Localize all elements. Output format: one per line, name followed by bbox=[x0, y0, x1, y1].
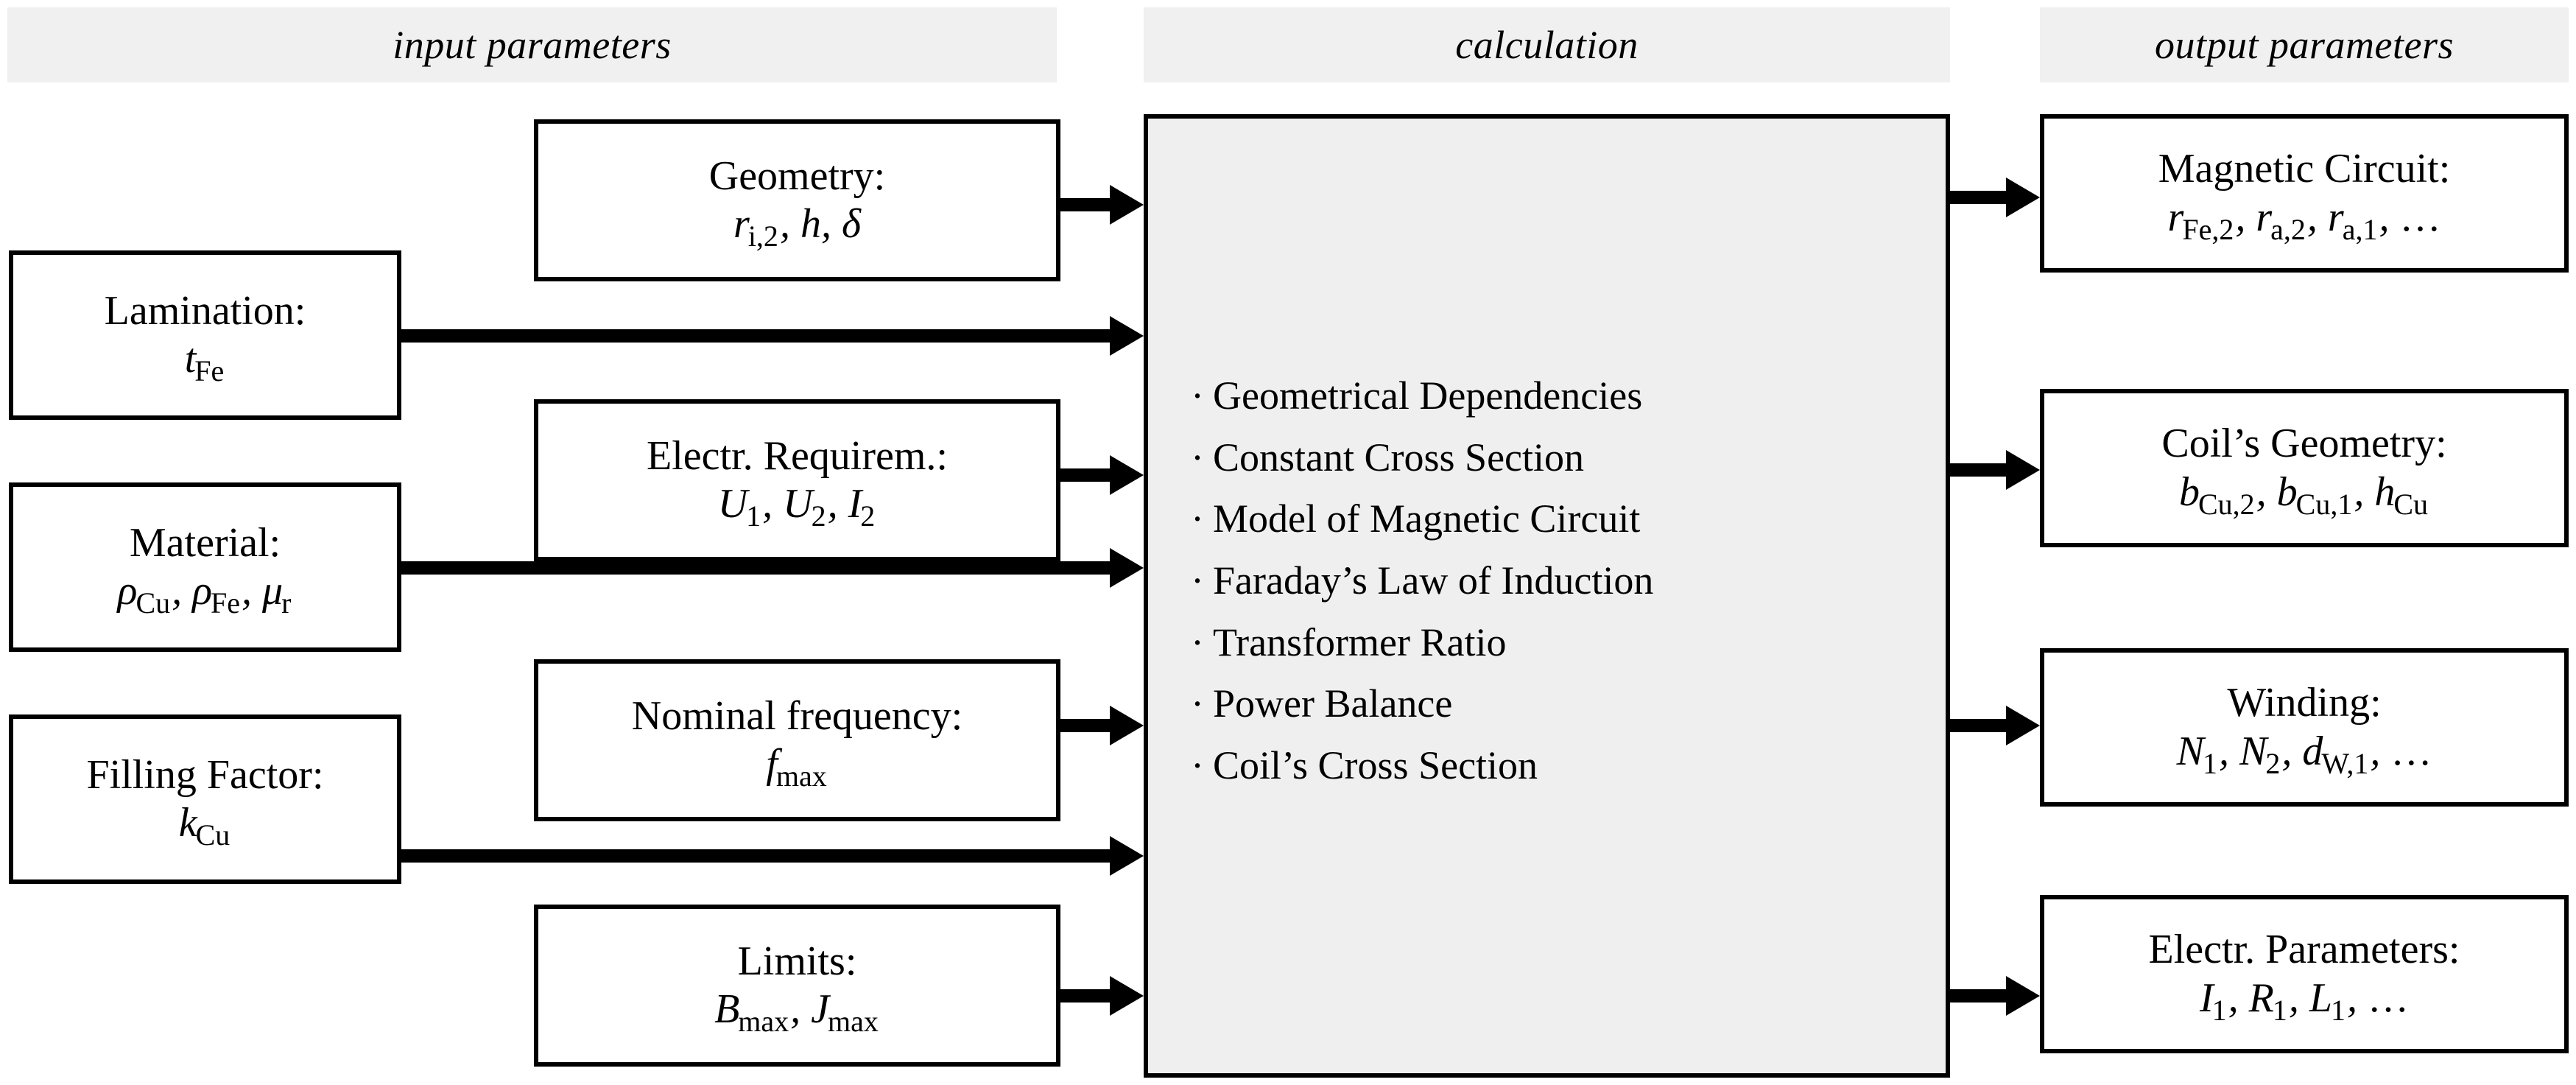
header-output-label: output parameters bbox=[2155, 23, 2454, 67]
box-lamination-title: Lamination: bbox=[104, 287, 306, 334]
box-limits: Limits: Bmax, Jmax bbox=[534, 905, 1060, 1067]
box-limits-symbols: Bmax, Jmax bbox=[714, 986, 879, 1038]
bullet-dot-icon: · bbox=[1191, 681, 1204, 726]
box-nominal-frequency: Nominal frequency: fmax bbox=[534, 659, 1060, 821]
calculation-item: · Transformer Ratio bbox=[1191, 612, 1927, 674]
calculation-item-label: Geometrical Dependencies bbox=[1213, 373, 1643, 418]
header-calculation-label: calculation bbox=[1455, 23, 1639, 67]
box-filling-factor: Filling Factor: kCu bbox=[9, 714, 401, 884]
box-magnetic-circuit-symbols: rFe,2, ra,2, ra,1, … bbox=[2167, 194, 2441, 246]
box-filling-factor-title: Filling Factor: bbox=[86, 751, 324, 798]
box-winding-symbols: N1, N2, dW,1, … bbox=[2176, 728, 2432, 780]
box-material: Material: ρCu, ρFe, μr bbox=[9, 482, 401, 652]
box-electrical-requirements: Electr. Requirem.: U1, U2, I2 bbox=[534, 399, 1060, 561]
calculation-item-list: · Geometrical Dependencies · Constant Cr… bbox=[1191, 365, 1927, 797]
box-magnetic-circuit-title: Magnetic Circuit: bbox=[2158, 146, 2451, 192]
header-calculation: calculation bbox=[1144, 7, 1950, 82]
box-lamination-symbols: tFe bbox=[184, 336, 225, 387]
bullet-dot-icon: · bbox=[1191, 743, 1204, 788]
box-coil-geometry-title: Coil’s Geometry: bbox=[2161, 421, 2447, 467]
box-calculation: · Geometrical Dependencies · Constant Cr… bbox=[1144, 114, 1950, 1078]
box-nominal-frequency-symbols: fmax bbox=[766, 741, 827, 793]
box-geometry: Geometry: ri,2, h, δ bbox=[534, 119, 1060, 281]
box-electrical-parameters-title: Electr. Parameters: bbox=[2148, 927, 2460, 973]
box-geometry-title: Geometry: bbox=[708, 152, 886, 199]
box-coil-geometry-symbols: bCu,2, bCu,1, hCu bbox=[2178, 468, 2429, 521]
calculation-item: · Power Balance bbox=[1191, 673, 1927, 735]
calculation-item: · Faraday’s Law of Induction bbox=[1191, 550, 1927, 612]
bullet-dot-icon: · bbox=[1191, 558, 1204, 603]
header-input-parameters: input parameters bbox=[7, 7, 1057, 82]
calculation-item-label: Constant Cross Section bbox=[1213, 435, 1585, 480]
box-electrical-requirements-symbols: U1, U2, I2 bbox=[717, 481, 876, 533]
box-coil-geometry: Coil’s Geometry: bCu,2, bCu,1, hCu bbox=[2040, 389, 2569, 547]
box-material-symbols: ρCu, ρFe, μr bbox=[117, 568, 292, 619]
calculation-item-label: Power Balance bbox=[1213, 681, 1453, 726]
box-nominal-frequency-title: Nominal frequency: bbox=[631, 692, 963, 739]
bullet-dot-icon: · bbox=[1191, 373, 1204, 418]
calculation-item-label: Model of Magnetic Circuit bbox=[1213, 496, 1641, 541]
calculation-item-label: Faraday’s Law of Induction bbox=[1213, 558, 1654, 603]
box-winding: Winding: N1, N2, dW,1, … bbox=[2040, 648, 2569, 807]
bullet-dot-icon: · bbox=[1191, 435, 1204, 480]
bullet-dot-icon: · bbox=[1191, 496, 1204, 541]
header-output-parameters: output parameters bbox=[2040, 7, 2569, 82]
calculation-item: · Geometrical Dependencies bbox=[1191, 365, 1927, 427]
box-geometry-symbols: ri,2, h, δ bbox=[733, 201, 861, 253]
calculation-item-label: Transformer Ratio bbox=[1213, 619, 1507, 664]
box-filling-factor-symbols: kCu bbox=[178, 800, 230, 852]
box-winding-title: Winding: bbox=[2227, 680, 2382, 726]
calculation-item: · Coil’s Cross Section bbox=[1191, 735, 1927, 797]
box-material-title: Material: bbox=[129, 519, 281, 566]
box-electrical-parameters-symbols: I1, R1, L1, … bbox=[2199, 975, 2410, 1027]
calculation-item: · Model of Magnetic Circuit bbox=[1191, 488, 1927, 550]
calculation-item-label: Coil’s Cross Section bbox=[1213, 743, 1538, 788]
box-limits-title: Limits: bbox=[737, 938, 857, 984]
calculation-item: · Constant Cross Section bbox=[1191, 427, 1927, 489]
box-lamination: Lamination: tFe bbox=[9, 250, 401, 420]
header-input-label: input parameters bbox=[393, 23, 672, 67]
bullet-dot-icon: · bbox=[1191, 619, 1204, 664]
box-electrical-requirements-title: Electr. Requirem.: bbox=[647, 432, 948, 479]
box-magnetic-circuit: Magnetic Circuit: rFe,2, ra,2, ra,1, … bbox=[2040, 114, 2569, 273]
box-electrical-parameters: Electr. Parameters: I1, R1, L1, … bbox=[2040, 895, 2569, 1053]
